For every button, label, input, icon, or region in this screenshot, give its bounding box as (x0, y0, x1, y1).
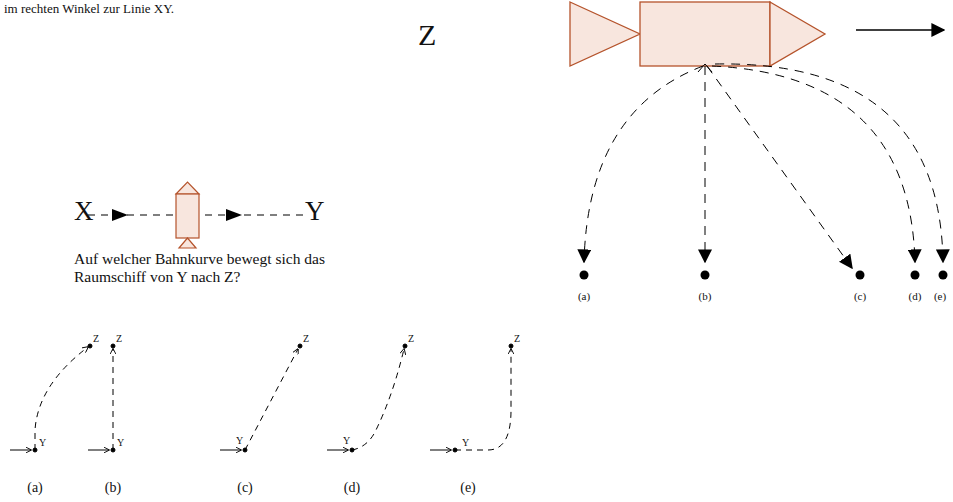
point-label: Z (514, 333, 520, 345)
note-text: im rechten Winkel zur Linie XY. (4, 2, 174, 17)
point-label: Z (93, 333, 99, 345)
option-label: (c) (237, 480, 253, 496)
option-label: (a) (27, 480, 43, 496)
point-label: Y (305, 196, 325, 227)
release-point (698, 64, 712, 72)
point-label: X (74, 196, 94, 227)
option-label: (d) (344, 480, 360, 496)
point-label: Z (116, 333, 122, 345)
point-label: Y (462, 437, 469, 449)
point-label: Y (39, 437, 46, 449)
option-label: (e) (934, 290, 946, 303)
rocket-large (570, 2, 825, 66)
point-label: Y (343, 435, 350, 447)
motion-arrow (856, 29, 944, 30)
option-paths (10, 344, 513, 452)
option-label: (e) (460, 480, 476, 496)
point-label: Z (418, 18, 436, 53)
point-label: Y (117, 437, 124, 449)
option-label: (b) (105, 480, 121, 496)
option-label: (c) (854, 290, 866, 303)
release-paths (584, 64, 943, 268)
point-label: Y (236, 435, 243, 447)
question-text: Auf welcher Bahnkurve bewegt sich das Ra… (74, 250, 374, 286)
option-label: (b) (699, 290, 712, 303)
option-label: (d) (909, 290, 922, 303)
rocket-small (176, 182, 199, 248)
option-label: (a) (578, 290, 590, 303)
point-label: Z (303, 333, 309, 345)
target-dots (580, 271, 948, 280)
point-label: Z (408, 333, 414, 345)
